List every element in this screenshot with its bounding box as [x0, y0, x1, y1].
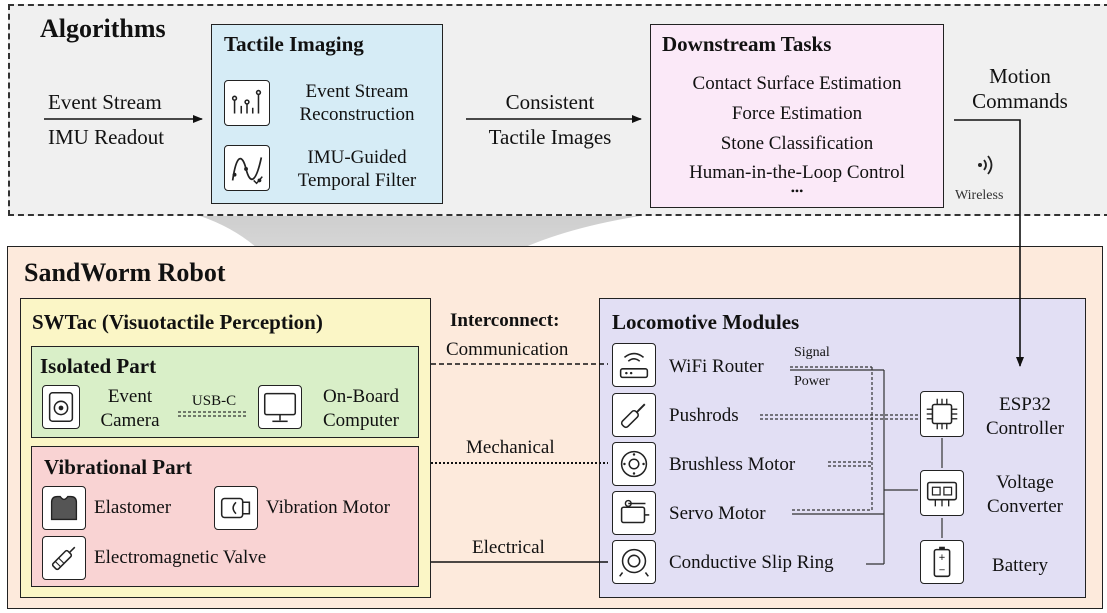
power-label: Power: [794, 374, 830, 389]
locomotive-modules-title: Locomotive Modules: [612, 310, 800, 334]
isolated-part-box: [31, 346, 419, 438]
wifi-router-label: WiFi Router: [669, 356, 764, 377]
servo-motor-icon: [612, 491, 656, 535]
voltage-converter-label: Voltage Converter: [987, 472, 1063, 517]
input-imu-readout: IMU Readout: [48, 125, 165, 149]
task-force-estimation: Force Estimation: [731, 103, 863, 124]
event-camera-icon: [42, 385, 80, 429]
wireless-icon: [972, 152, 1002, 178]
onboard-computer-icon: [258, 385, 302, 429]
esp32-icon: [920, 391, 964, 437]
swtac-title: SWTac (Visuotactile Perception): [32, 310, 323, 334]
temporal-filter-label: IMU-Guided Temporal Filter: [297, 147, 417, 191]
battery-icon: + −: [920, 540, 964, 584]
battery-label: Battery: [992, 555, 1048, 576]
temporal-filter-icon: [224, 145, 270, 191]
vibration-motor-label: Vibration Motor: [266, 497, 390, 518]
electromagnetic-valve-icon: [42, 536, 86, 580]
isolated-part-title: Isolated Part: [40, 354, 157, 378]
communication-label: Communication: [446, 339, 569, 360]
downstream-tasks-box: [650, 24, 944, 208]
algorithms-title: Algorithms: [40, 14, 166, 43]
brushless-motor-label: Brushless Motor: [669, 454, 796, 475]
input-event-stream: Event Stream: [48, 90, 162, 114]
sandworm-robot-title: SandWorm Robot: [24, 258, 226, 287]
event-camera-label: Event Camera: [100, 386, 160, 431]
onboard-computer-label: On-Board Computer: [323, 386, 399, 431]
event-reconstruction-icon: [224, 80, 270, 126]
elastomer-label: Elastomer: [94, 497, 172, 518]
electrical-label: Electrical: [472, 537, 545, 558]
motion-label: Motion: [989, 64, 1051, 88]
vibration-motor-icon: [214, 486, 258, 530]
servo-motor-label: Servo Motor: [669, 503, 766, 524]
esp32-label: ESP32 Controller: [985, 394, 1065, 439]
pushrods-icon: [612, 393, 656, 437]
consistent-label: Consistent: [505, 90, 595, 114]
slip-ring-icon: [612, 540, 656, 584]
brushless-motor-icon: [612, 442, 656, 486]
task-human-in-loop: Human-in-the-Loop Control: [689, 162, 905, 183]
signal-label: Signal: [794, 345, 830, 360]
interconnect-title: Interconnect:: [450, 310, 560, 331]
event-reconstruction-label: Event Stream Reconstruction: [299, 81, 415, 125]
commands-label: Commands: [972, 89, 1068, 113]
vibrational-part-title: Vibrational Part: [44, 455, 192, 479]
slip-ring-label: Conductive Slip Ring: [669, 552, 834, 573]
pushrods-label: Pushrods: [669, 405, 739, 426]
downstream-tasks-title: Downstream Tasks: [662, 32, 832, 56]
tactile-imaging-title: Tactile Imaging: [224, 32, 364, 56]
voltage-converter-icon: [920, 470, 964, 516]
electromagnetic-valve-label: Electromagnetic Valve: [94, 547, 267, 568]
task-more-ellipsis: •••: [790, 184, 804, 198]
task-stone-classification: Stone Classification: [720, 133, 874, 154]
wifi-router-icon: [612, 343, 656, 387]
elastomer-icon: [42, 486, 86, 530]
mechanical-label: Mechanical: [466, 437, 555, 458]
task-contact-surface: Contact Surface Estimation: [692, 73, 902, 94]
tactile-images-label: Tactile Images: [488, 125, 612, 149]
svg-text:+: +: [938, 553, 945, 563]
svg-text:−: −: [938, 566, 945, 576]
usbc-label: USB-C: [191, 393, 237, 409]
wireless-label: Wireless: [955, 188, 1004, 203]
